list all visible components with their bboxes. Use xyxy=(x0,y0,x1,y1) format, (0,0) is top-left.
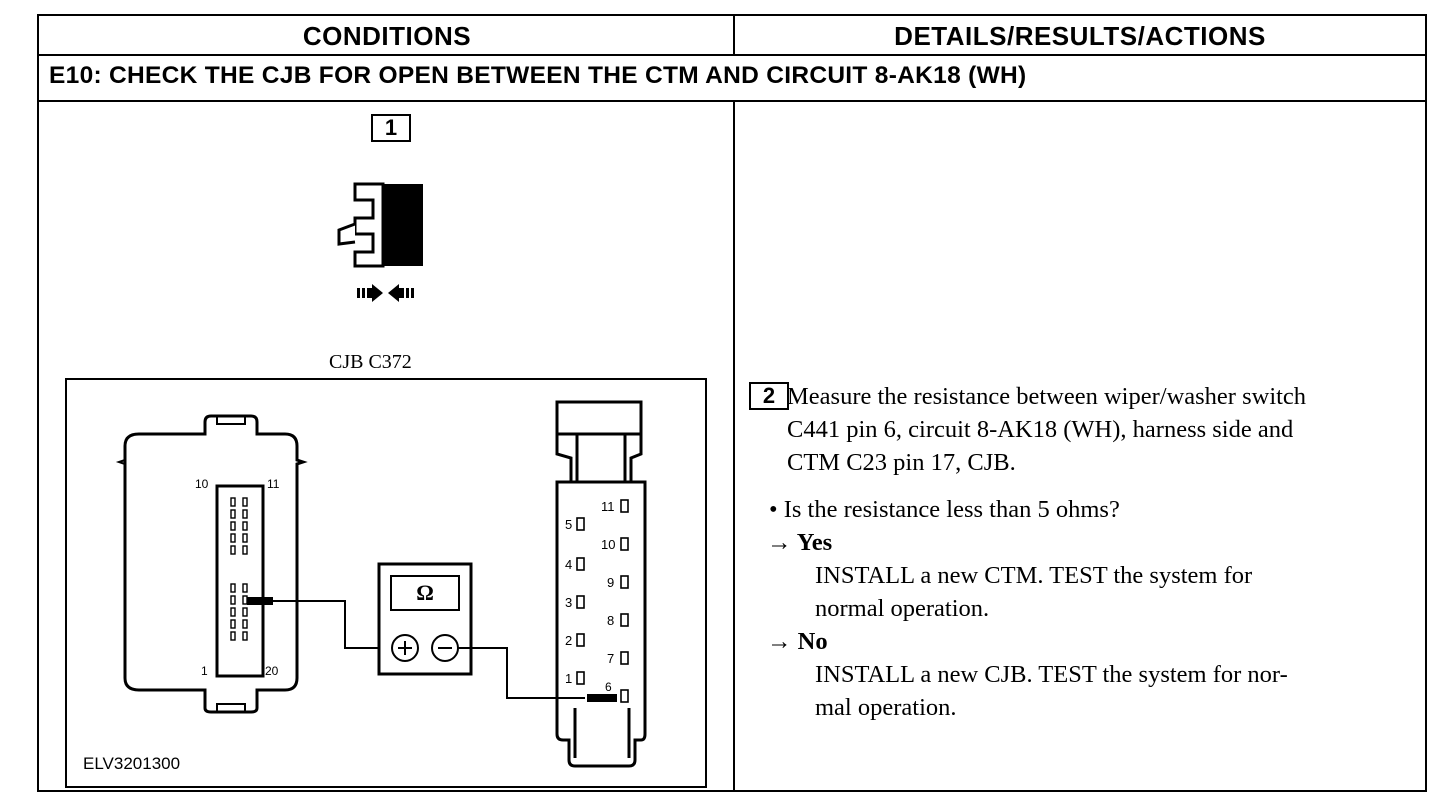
pin-label-11: 11 xyxy=(267,477,280,491)
step-2-line-1: Measure the resistance between wiper/was… xyxy=(787,383,1307,410)
pin-label-20: 20 xyxy=(265,664,279,678)
pin-label-r1: 1 xyxy=(565,671,572,686)
wiring-diagram: 10 11 1 20 Ω xyxy=(115,400,647,768)
pin-label-r8: 8 xyxy=(607,613,614,628)
pin-label-r4: 4 xyxy=(565,557,572,572)
pin-label-r7: 7 xyxy=(607,651,614,666)
step-2-instructions: 2 Measure the resistance between wiper/w… xyxy=(749,380,1419,724)
pin-label-10: 10 xyxy=(195,477,209,491)
pin-label-r3: 3 xyxy=(565,595,572,610)
step-1-number: 1 xyxy=(371,114,411,142)
step-2-question: • Is the resistance less than 5 ohms? xyxy=(769,496,1120,523)
header-divider xyxy=(733,16,735,56)
pin-label-r5: 5 xyxy=(565,517,572,532)
connector-disconnected-icon xyxy=(337,182,423,302)
lead-negative xyxy=(458,647,585,699)
pin-label-r9: 9 xyxy=(607,575,614,590)
pin-label-r6: 6 xyxy=(605,680,612,694)
step-2-number: 2 xyxy=(749,382,789,410)
right-connector xyxy=(555,400,647,768)
pin-label-r10: 10 xyxy=(601,537,615,552)
yes-label: → Yes xyxy=(767,529,833,556)
step-2-line-2: C441 pin 6, circuit 8-AK18 (WH), harness… xyxy=(787,416,1294,443)
lead-positive xyxy=(273,600,405,649)
figure-frame xyxy=(65,378,707,788)
pin-label-r2: 2 xyxy=(565,633,572,648)
pin-label-r11: 11 xyxy=(601,499,615,514)
header-rule xyxy=(39,54,1425,56)
yes-line-1: INSTALL a new CTM. TEST the system for xyxy=(815,562,1253,589)
yes-line-2: normal operation. xyxy=(815,595,990,622)
no-label: → No xyxy=(767,628,828,655)
column-divider xyxy=(733,102,735,792)
probe-tip-left xyxy=(247,597,273,605)
title-rule xyxy=(39,100,1425,102)
no-line-2: mal operation. xyxy=(815,694,957,721)
pin-label-1: 1 xyxy=(201,664,208,678)
ohmmeter-icon xyxy=(377,562,473,676)
conditions-header: CONDITIONS xyxy=(302,20,472,51)
details-header: DETAILS/RESULTS/ACTIONS xyxy=(894,20,1266,51)
figure-id: ELV3201300 xyxy=(83,754,181,773)
step-title: E10: CHECK THE CJB FOR OPEN BETWEEN THE … xyxy=(49,62,1027,89)
ohm-symbol: Ω xyxy=(416,580,434,605)
no-line-1: INSTALL a new CJB. TEST the system for n… xyxy=(815,661,1288,688)
step-2-line-3: CTM C23 pin 17, CJB. xyxy=(787,449,1016,476)
probe-tip-right xyxy=(587,694,617,702)
procedure-table: CONDITIONS DETAILS/RESULTS/ACTIONS E10: … xyxy=(37,14,1427,792)
figure-caption: CJB C372 xyxy=(329,351,412,373)
